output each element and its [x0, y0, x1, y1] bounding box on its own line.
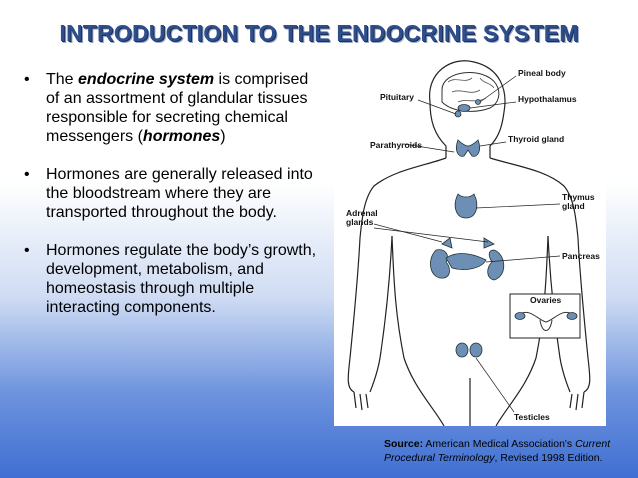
thyroid-gland — [456, 139, 480, 157]
label-pancreas: Pancreas — [562, 251, 600, 261]
label-thymus-gland: gland — [562, 201, 585, 211]
thymus-gland — [454, 193, 478, 219]
label-thymus: Thymus — [562, 192, 595, 202]
label-hypothalamus: Hypothalamus — [518, 94, 577, 104]
label-adrenal-glands: glands — [346, 217, 374, 227]
hypothalamus-gland — [457, 104, 471, 112]
testicles-icon — [455, 342, 483, 358]
pineal-gland — [475, 99, 481, 105]
source-label: Source: — [384, 438, 424, 450]
label-adrenal: Adrenal — [346, 208, 378, 218]
label-parathyroids: Parathyroids — [370, 140, 422, 150]
label-thyroid-gland: Thyroid gland — [508, 134, 564, 144]
ovaries-inset — [509, 293, 581, 339]
endocrine-diagram-svg: Pineal body Pituitary Hypothalamus Parat… — [346, 60, 600, 426]
adrenal-gland-left — [441, 237, 453, 249]
source-title: Current Procedural Terminology — [384, 438, 611, 464]
label-pineal-body: Pineal body — [518, 68, 566, 78]
bullet-marker: • — [24, 71, 30, 88]
kidney-left — [430, 249, 450, 279]
kidney-right — [487, 249, 505, 281]
bullet-2-text: Hormones are generally released into the… — [46, 166, 313, 221]
bullet-1-text-end: ) — [220, 128, 226, 145]
bullet-marker: • — [24, 166, 30, 183]
source-text-a: American Medical Association's — [423, 438, 576, 450]
adrenal-gland-right — [483, 237, 495, 249]
brain-icon — [441, 72, 500, 118]
slide-title: INTRODUCTION TO THE ENDOCRINE SYSTEM — [59, 20, 579, 46]
source-citation: Source: American Medical Association's C… — [384, 437, 634, 465]
label-ovaries: Ovaries — [530, 295, 561, 305]
body-outline — [347, 60, 591, 426]
ovary-right — [566, 312, 578, 320]
bullet-item-1: • The endocrine system is comprised of a… — [24, 70, 324, 146]
bullet-3-text: Hormones regulate the body’s growth, dev… — [46, 242, 317, 316]
bullet-list: • The endocrine system is comprised of a… — [24, 70, 324, 336]
label-testicles: Testicles — [514, 412, 550, 422]
source-text-b: , Revised 1998 Edition. — [494, 452, 603, 464]
bullet-1-emphasis-2: hormones — [142, 128, 221, 145]
bullet-1-emphasis: endocrine system — [78, 71, 215, 88]
pancreas-gland — [445, 253, 487, 270]
endocrine-diagram: Pineal body Pituitary Hypothalamus Parat… — [334, 58, 606, 426]
bullet-1-text-start: The — [46, 71, 79, 88]
bullet-1-text-middle: is comprised of an assortment of glandul… — [46, 71, 309, 145]
ovary-left — [514, 312, 526, 320]
bullet-item-2: • Hormones are generally released into t… — [24, 165, 324, 222]
label-pituitary: Pituitary — [380, 92, 414, 102]
bullet-item-3: • Hormones regulate the body’s growth, d… — [24, 241, 324, 317]
bullet-marker: • — [24, 242, 30, 259]
leader-lines — [373, 75, 561, 413]
